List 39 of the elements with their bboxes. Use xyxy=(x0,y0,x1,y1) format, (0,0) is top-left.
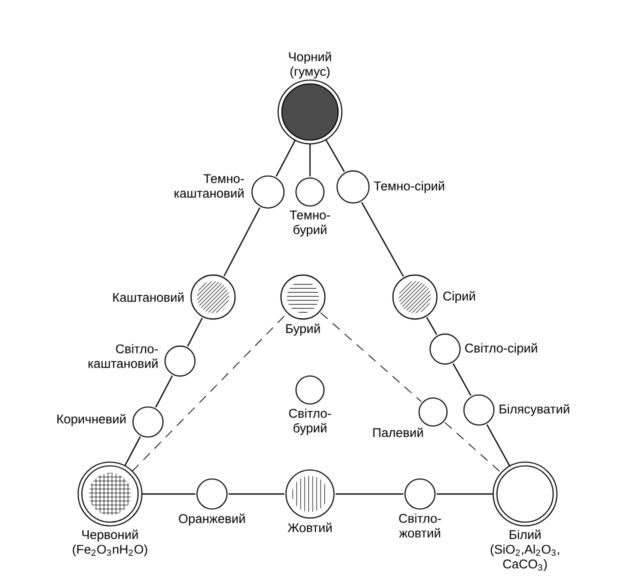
color-label: Каштановий xyxy=(113,292,184,302)
connector-line xyxy=(276,140,296,177)
color-label: Палевий xyxy=(373,428,423,438)
connector-line xyxy=(228,493,284,495)
connector-line xyxy=(444,422,502,474)
connector-line xyxy=(132,314,287,472)
color-label: Світло-сірий xyxy=(465,343,537,356)
color-circle xyxy=(392,274,438,320)
color-label: Світло- жовтий xyxy=(399,514,441,538)
color-label: Коричневий xyxy=(57,414,126,426)
color-label: Світло- каштановий xyxy=(88,344,158,368)
connector-line xyxy=(452,363,472,396)
color-label: Темно- каштановий xyxy=(174,174,244,198)
connector-line xyxy=(155,375,173,408)
color-label: Сірий xyxy=(443,291,475,304)
connector-line xyxy=(187,318,203,347)
connector-line xyxy=(124,436,141,466)
color-label: Оранжевий xyxy=(178,514,245,526)
color-label: Білий (SiO$_{2}$,Al$_{2}$O$_{3}$, CaCO$_{3}$) xyxy=(490,530,560,571)
color-label: Червоний (Fe$_{2}$O$_{3}$nH$_{2}$O) xyxy=(72,530,148,556)
color-label: Темно- бурий xyxy=(290,210,330,237)
connector-line xyxy=(486,424,510,467)
color-label: Жовтий xyxy=(288,522,332,532)
connector-line xyxy=(361,202,404,277)
connector-line xyxy=(325,139,345,172)
connector-line xyxy=(223,207,260,276)
color-circle xyxy=(190,274,236,320)
color-label: Темно-сірий xyxy=(374,180,444,193)
color-circle xyxy=(78,462,142,526)
color-label: Чорний (гумус) xyxy=(289,52,331,78)
connector-line xyxy=(336,493,404,495)
color-label: Світло- бурий xyxy=(289,408,331,435)
connector-line xyxy=(142,493,196,495)
connector-line xyxy=(320,312,422,402)
color-label: Бурий xyxy=(286,324,320,336)
color-label: Білясуватий xyxy=(500,404,570,416)
connector-line xyxy=(426,317,438,335)
connector-line xyxy=(309,144,311,176)
connector-line xyxy=(436,493,494,495)
